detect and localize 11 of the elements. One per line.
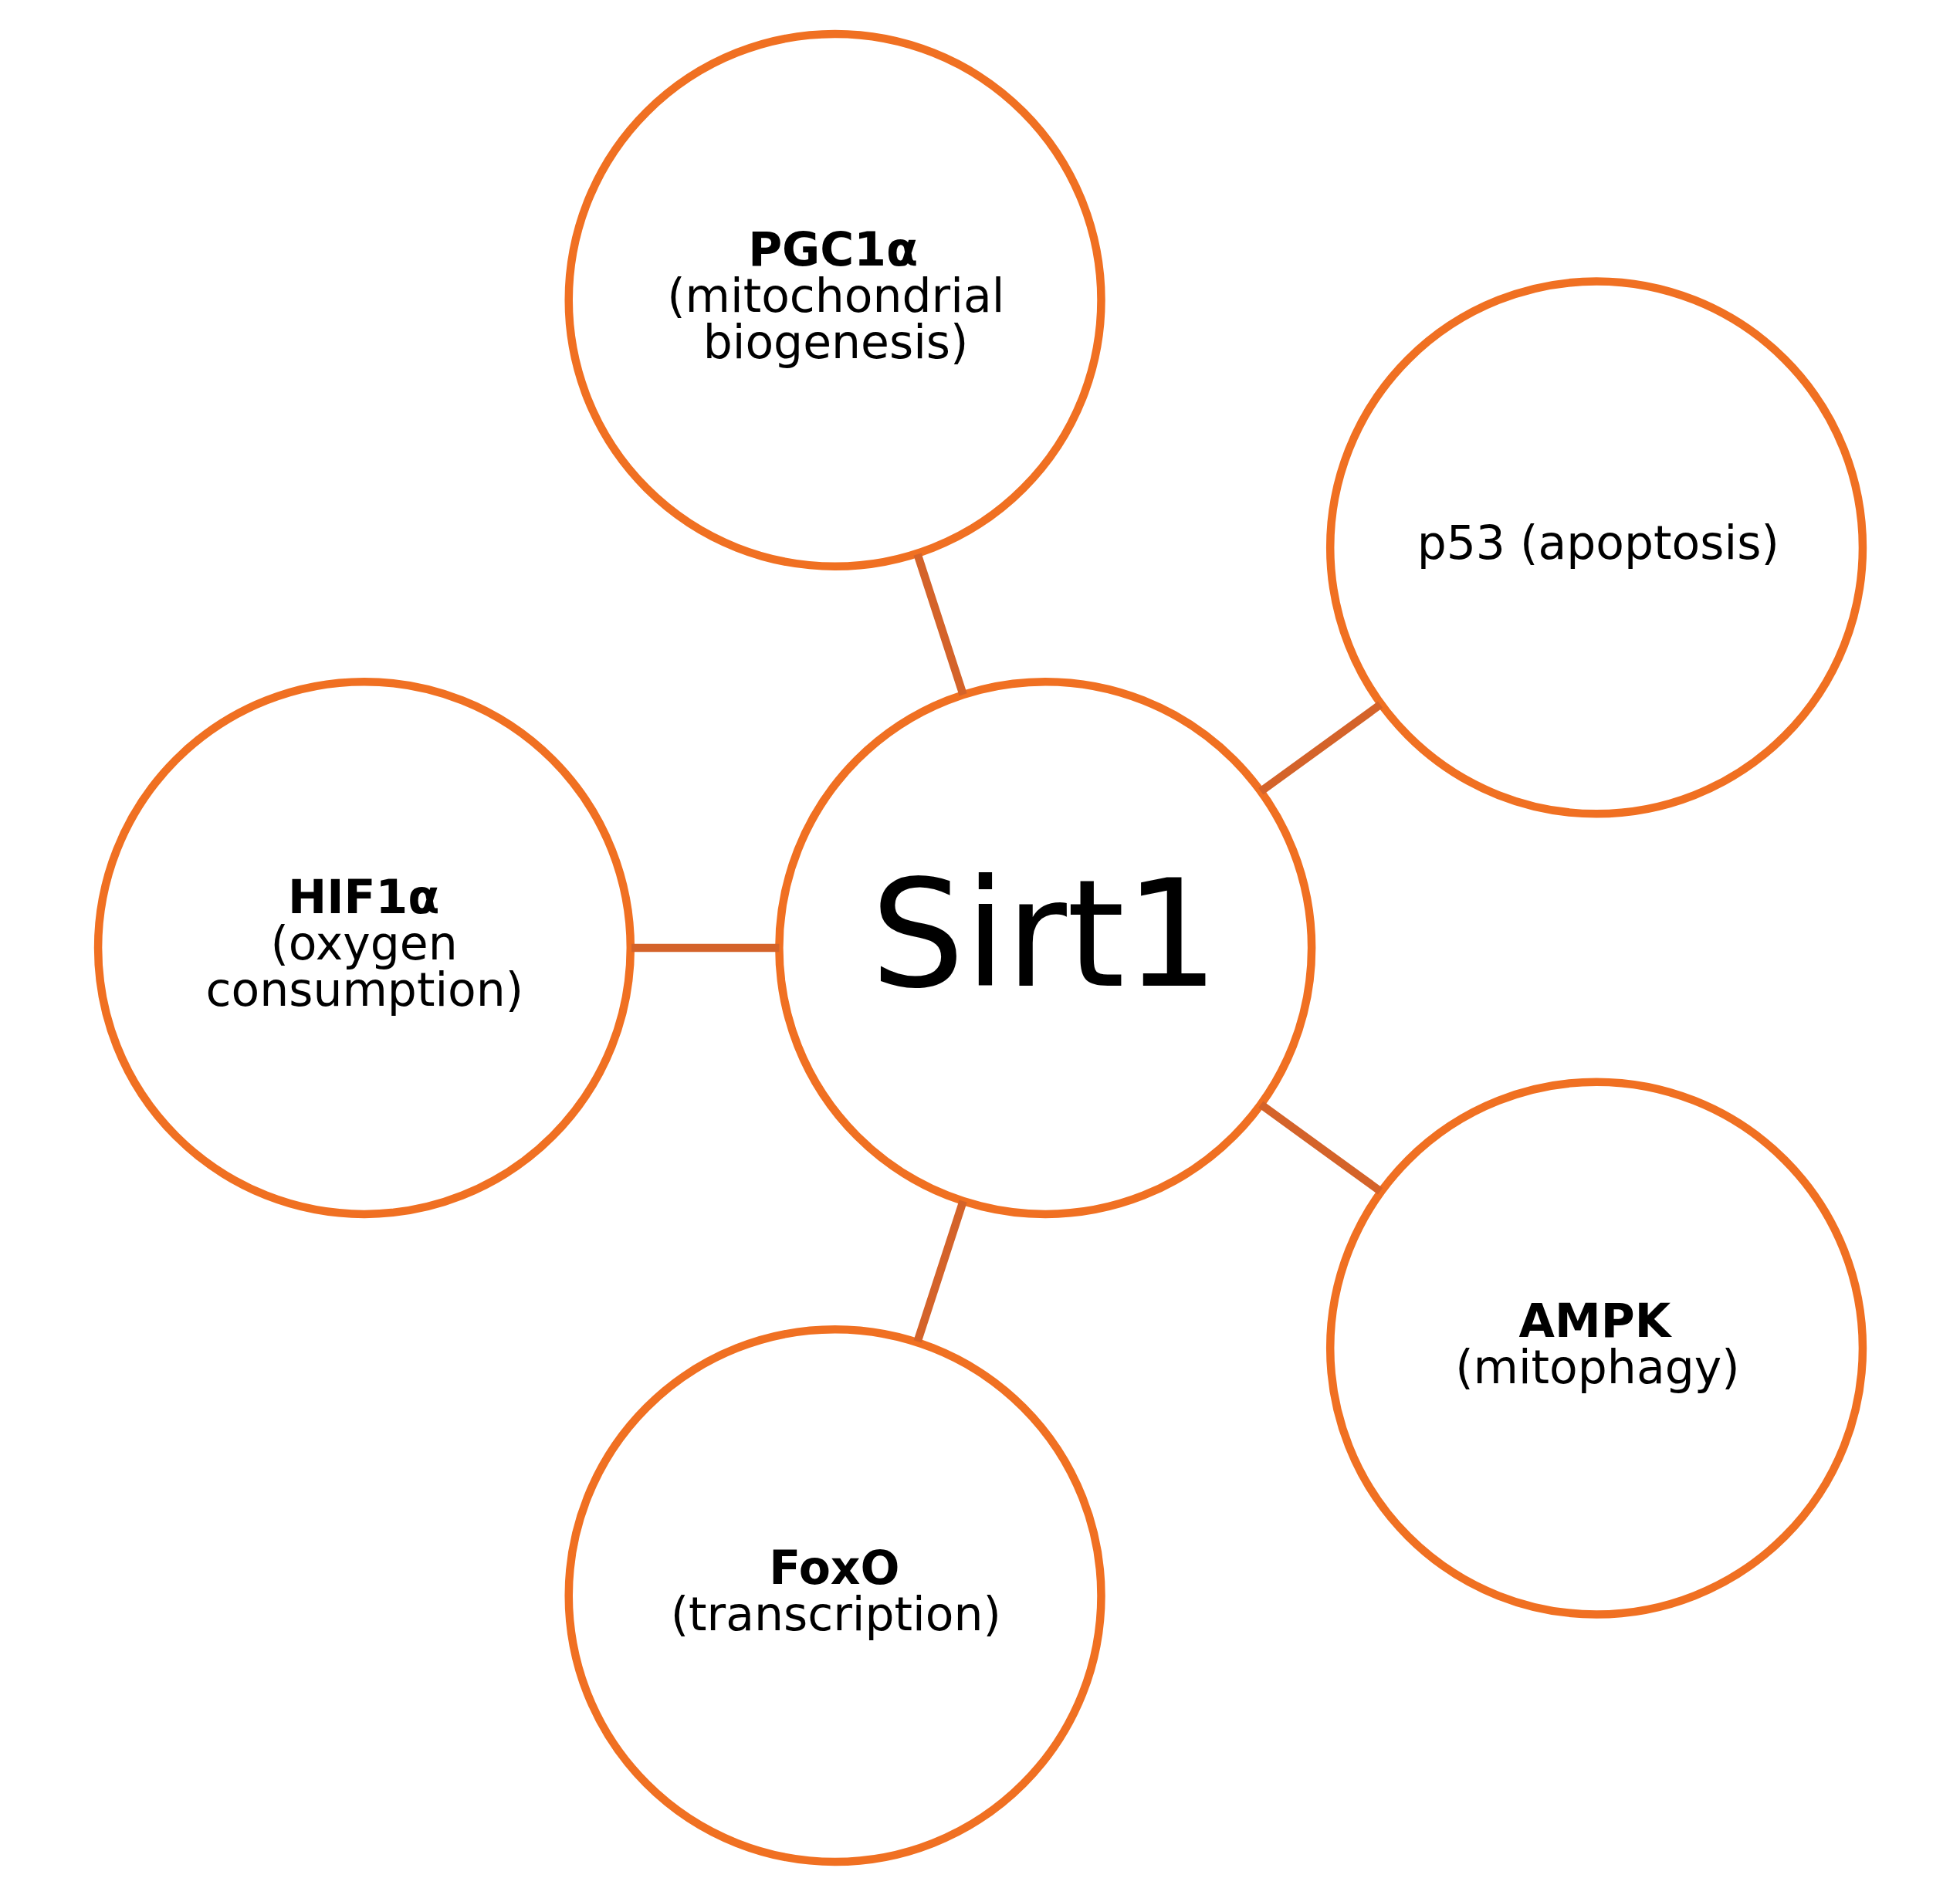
node-circle: HIF1α (oxygen consumption) bbox=[93, 677, 635, 1218]
connector bbox=[631, 943, 779, 952]
connector bbox=[913, 1199, 967, 1343]
node-circle: AMPK (mitophagy) bbox=[1325, 1078, 1867, 1619]
node-circle: PGC1α (mitochondrial biogenesis) bbox=[564, 29, 1105, 570]
node-circle: p53 (apoptosis) bbox=[1325, 276, 1867, 817]
node-circle: FoxO (transcription) bbox=[564, 1325, 1105, 1866]
connector bbox=[1258, 1101, 1383, 1194]
connector bbox=[1258, 701, 1383, 794]
connector bbox=[913, 552, 967, 696]
node-circle: Sirt1 bbox=[774, 677, 1315, 1218]
